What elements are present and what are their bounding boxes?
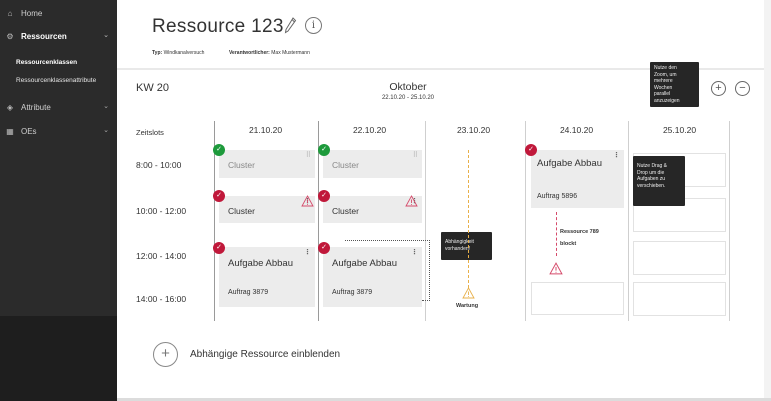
check-icon: ✓ xyxy=(318,144,330,156)
task-card-aufgabe[interactable]: Aufgabe Abbau Auftrag 5896 ⋮ xyxy=(531,150,624,208)
more-options-icon[interactable]: ⋮ xyxy=(411,249,418,256)
sidebar-item-label: Home xyxy=(21,8,43,18)
column-divider xyxy=(729,121,730,321)
sidebar-item-oes[interactable]: ▦ OEs ⌄ xyxy=(0,122,117,140)
sidebar-footer xyxy=(0,316,117,401)
check-icon: ✓ xyxy=(213,144,225,156)
blocking-status-label: blockt xyxy=(560,241,577,247)
drag-handle-icon[interactable]: ⠿ xyxy=(412,152,418,159)
sidebar: ⌂ Home ⚙ Ressourcen ⌄ Ressourcenklassen … xyxy=(0,0,117,401)
dragdrop-tooltip: Nutze Drag & Drop um die Aufgaben zu ver… xyxy=(633,156,685,206)
warning-icon xyxy=(549,262,563,275)
date-header: 25.10.20 xyxy=(662,125,697,135)
scrollbar-track[interactable] xyxy=(764,0,771,401)
month-label: Oktober xyxy=(389,81,427,93)
time-slot-label: 10:00 - 12:00 xyxy=(136,206,187,216)
empty-slot[interactable] xyxy=(633,241,726,275)
maintenance-label: Wartung xyxy=(456,303,479,309)
time-slot-label: 12:00 - 14:00 xyxy=(136,251,187,261)
resource-icon: ⚙ xyxy=(6,31,14,41)
empty-slot[interactable] xyxy=(531,282,624,315)
chevron-down-icon: ⌄ xyxy=(103,103,109,110)
task-card-aufgabe[interactable]: Aufgabe Abbau Auftrag 3879 ⋮ xyxy=(323,247,422,307)
drag-handle-icon[interactable]: ⠿ xyxy=(305,152,311,159)
time-slot-label: 14:00 - 16:00 xyxy=(136,294,187,304)
zoom-in-button[interactable]: + xyxy=(711,81,726,96)
check-icon: ✓ xyxy=(213,190,225,202)
more-options-icon[interactable]: ⋮ xyxy=(613,152,620,159)
page-title: Ressource 123 xyxy=(152,16,284,37)
date-header: 23.10.20 xyxy=(456,125,491,135)
sidebar-item-attribute[interactable]: ◈ Attribute ⌄ xyxy=(0,98,117,116)
dependency-outline xyxy=(345,240,430,301)
meta-type: Typ: Windkanalversuch xyxy=(152,50,205,56)
bottom-border xyxy=(117,398,771,401)
check-icon: ✓ xyxy=(213,242,225,254)
header-divider xyxy=(117,68,771,70)
column-divider xyxy=(214,121,215,321)
empty-slot[interactable] xyxy=(633,282,726,316)
column-divider xyxy=(525,121,526,321)
dependency-outline xyxy=(422,300,430,301)
building-icon: ▦ xyxy=(6,126,14,136)
date-range: 22.10.20 - 25.10.20 xyxy=(381,95,435,101)
task-card-aufgabe[interactable]: Aufgabe Abbau Auftrag 3879 ⋮ xyxy=(219,247,315,307)
sidebar-item-ressourcen[interactable]: ⚙ Ressourcen ⌄ xyxy=(0,27,117,45)
date-header: 22.10.20 xyxy=(352,125,387,135)
column-divider xyxy=(318,121,319,321)
sidebar-item-label: Ressourcen xyxy=(21,31,67,41)
more-options-icon[interactable]: ⋮ xyxy=(304,249,311,256)
warning-icon xyxy=(462,287,475,299)
check-icon: ✓ xyxy=(525,144,537,156)
meta-owner: Verantwortlicher: Max Mustermann xyxy=(229,50,310,56)
tag-icon: ◈ xyxy=(6,102,14,112)
warning-icon xyxy=(301,195,314,207)
check-icon: ✓ xyxy=(318,242,330,254)
task-card-cluster[interactable]: Cluster ⠿ xyxy=(323,150,422,178)
info-icon[interactable]: i xyxy=(305,17,322,34)
add-dependent-resource-label[interactable]: Abhängige Ressource einblenden xyxy=(190,349,341,360)
block-line xyxy=(556,212,557,256)
check-icon: ✓ xyxy=(318,190,330,202)
home-icon: ⌂ xyxy=(7,8,13,18)
task-card-cluster[interactable]: Cluster ⠿ xyxy=(219,150,315,178)
date-header: 24.10.20 xyxy=(559,125,594,135)
sidebar-item-label: OEs xyxy=(21,126,37,136)
date-header: 21.10.20 xyxy=(248,125,283,135)
blocking-resource-label: Ressource 789 xyxy=(560,229,599,235)
column-divider xyxy=(425,121,426,321)
chevron-down-icon: ⌄ xyxy=(103,127,109,134)
maintenance-line xyxy=(468,150,469,288)
week-label: KW 20 xyxy=(136,82,170,94)
sidebar-item-home[interactable]: ⌂ Home xyxy=(0,4,117,22)
slots-label: Zeitslots xyxy=(136,128,164,137)
sidebar-subitem-ressourcenklassen[interactable]: Ressourcenklassen xyxy=(16,59,78,66)
sidebar-item-label: Attribute xyxy=(21,102,51,112)
zoom-out-button[interactable]: − xyxy=(735,81,750,96)
add-dependent-resource-button[interactable]: + xyxy=(153,342,178,367)
chevron-down-icon: ⌄ xyxy=(103,32,109,39)
column-divider xyxy=(628,121,629,321)
sidebar-subitem-ressourcenklassenattribute[interactable]: Ressourcenklassenattribute xyxy=(16,77,97,84)
time-slot-label: 8:00 - 10:00 xyxy=(136,160,182,170)
dependency-tooltip: Abhängigkeit vorhanden! xyxy=(441,232,492,260)
pencil-icon[interactable] xyxy=(283,16,297,36)
zoom-tooltip: Nutze den Zoom, um mehrere Wochen parall… xyxy=(650,62,699,107)
warning-icon xyxy=(405,195,418,207)
dependency-outline xyxy=(429,240,430,301)
